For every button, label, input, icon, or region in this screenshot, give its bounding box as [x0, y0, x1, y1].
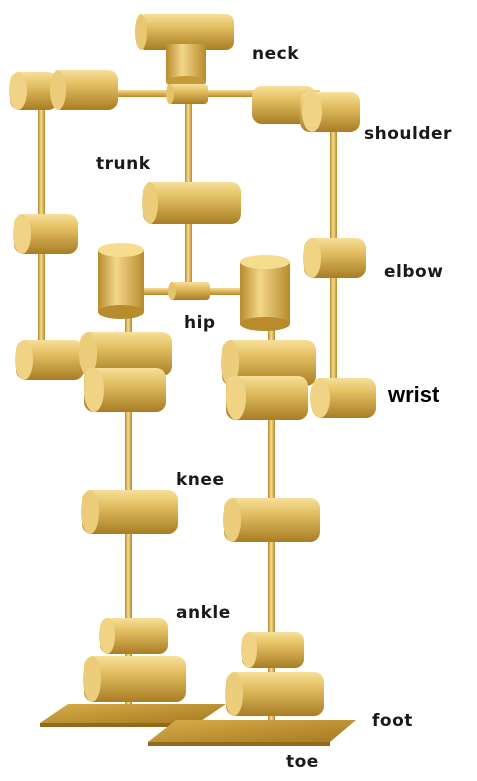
right-hip-joint [240, 255, 290, 331]
label-neck: neck [252, 44, 299, 64]
left-elbow-joint [13, 214, 78, 254]
right-foot-plate-edge [148, 742, 330, 746]
label-wrist: wrist [388, 382, 439, 408]
spine-connector [166, 84, 208, 104]
right-upper-leg-joint [221, 340, 316, 420]
left-foot-joint [83, 656, 186, 702]
trunk-joint [142, 182, 241, 224]
right-foot-joint [225, 672, 324, 716]
left-knee-joint [81, 490, 178, 534]
label-ankle: ankle [176, 603, 231, 623]
label-toe: toe [286, 752, 319, 772]
left-ankle-joint [99, 618, 168, 654]
right-elbow-joint [303, 238, 366, 278]
left-hip-joint [98, 243, 144, 319]
right-wrist-joint [310, 378, 376, 418]
left-upper-leg-joint [79, 332, 172, 412]
hip-connector [168, 282, 210, 300]
right-ankle-joint [241, 632, 304, 668]
label-trunk: trunk [96, 154, 151, 174]
label-shoulder: shoulder [364, 124, 452, 144]
right-shoulder-joint [252, 86, 360, 132]
neck-joint [135, 14, 234, 88]
label-hip: hip [184, 313, 216, 333]
left-shoulder-joint [9, 70, 118, 110]
left-wrist-joint [15, 340, 84, 380]
label-foot: foot [372, 711, 413, 731]
label-knee: knee [176, 470, 224, 490]
right-foot-plate [148, 720, 356, 742]
right-knee-joint [223, 498, 320, 542]
label-elbow: elbow [384, 262, 443, 282]
